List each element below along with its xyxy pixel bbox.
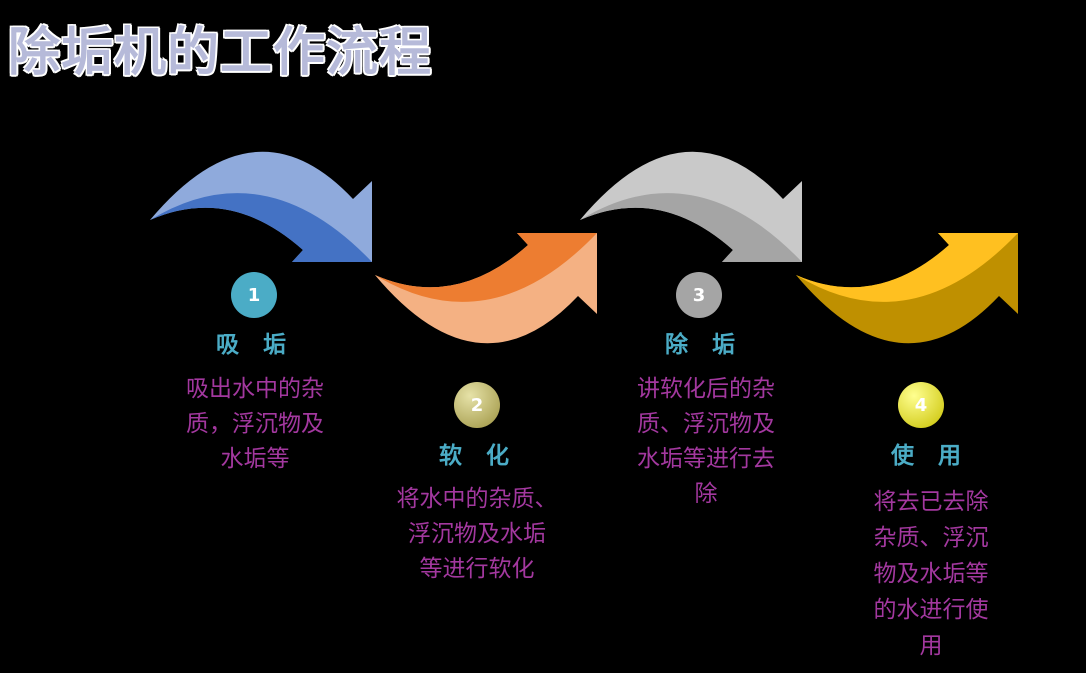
description-line: 的水进行使 <box>873 597 989 623</box>
arrow-3 <box>580 151 802 262</box>
description-line: 用 <box>919 633 943 659</box>
description-line: 质、浮沉物及 <box>637 411 775 437</box>
step-1-description: 吸出水中的杂 质，浮沉物及 水垢等 <box>145 372 365 477</box>
step-3-label: 除 垢 <box>664 332 743 358</box>
description-line: 讲软化后的杂 <box>637 376 775 402</box>
description-line: 除 <box>694 481 718 507</box>
step-3-description: 讲软化后的杂 质、浮沉物及 水垢等进行去 除 <box>596 372 816 512</box>
description-line: 杂质、浮沉 <box>873 525 989 551</box>
step-1-badge: 1 <box>231 272 277 318</box>
step-2-label: 软 化 <box>438 443 517 469</box>
description-line: 浮沉物及水垢 <box>408 521 546 547</box>
step-2-description: 将水中的杂质、 浮沉物及水垢 等进行软化 <box>367 482 587 587</box>
description-line: 质，浮沉物及 <box>186 411 324 437</box>
step-4-badge: 4 <box>898 382 944 428</box>
arrow-4 <box>796 233 1018 344</box>
slide-title: 除垢机的工作流程 <box>8 23 433 83</box>
description-line: 等进行软化 <box>419 556 535 582</box>
arrow-2 <box>375 233 597 344</box>
step-4-description: 将去已去除 杂质、浮沉 物及水垢等 的水进行使 用 <box>821 484 1041 664</box>
description-line: 水垢等 <box>220 446 290 472</box>
description-line: 将去已去除 <box>873 489 989 515</box>
step-3-badge: 3 <box>676 272 722 318</box>
description-line: 吸出水中的杂 <box>186 376 324 402</box>
arrow-1 <box>150 151 372 262</box>
step-2-badge: 2 <box>454 382 500 428</box>
step-1-label: 吸 垢 <box>215 332 294 358</box>
description-line: 物及水垢等 <box>873 561 989 587</box>
description-line: 水垢等进行去 <box>637 446 775 472</box>
step-4-label: 使 用 <box>890 443 969 469</box>
description-line: 将水中的杂质、 <box>396 486 558 512</box>
